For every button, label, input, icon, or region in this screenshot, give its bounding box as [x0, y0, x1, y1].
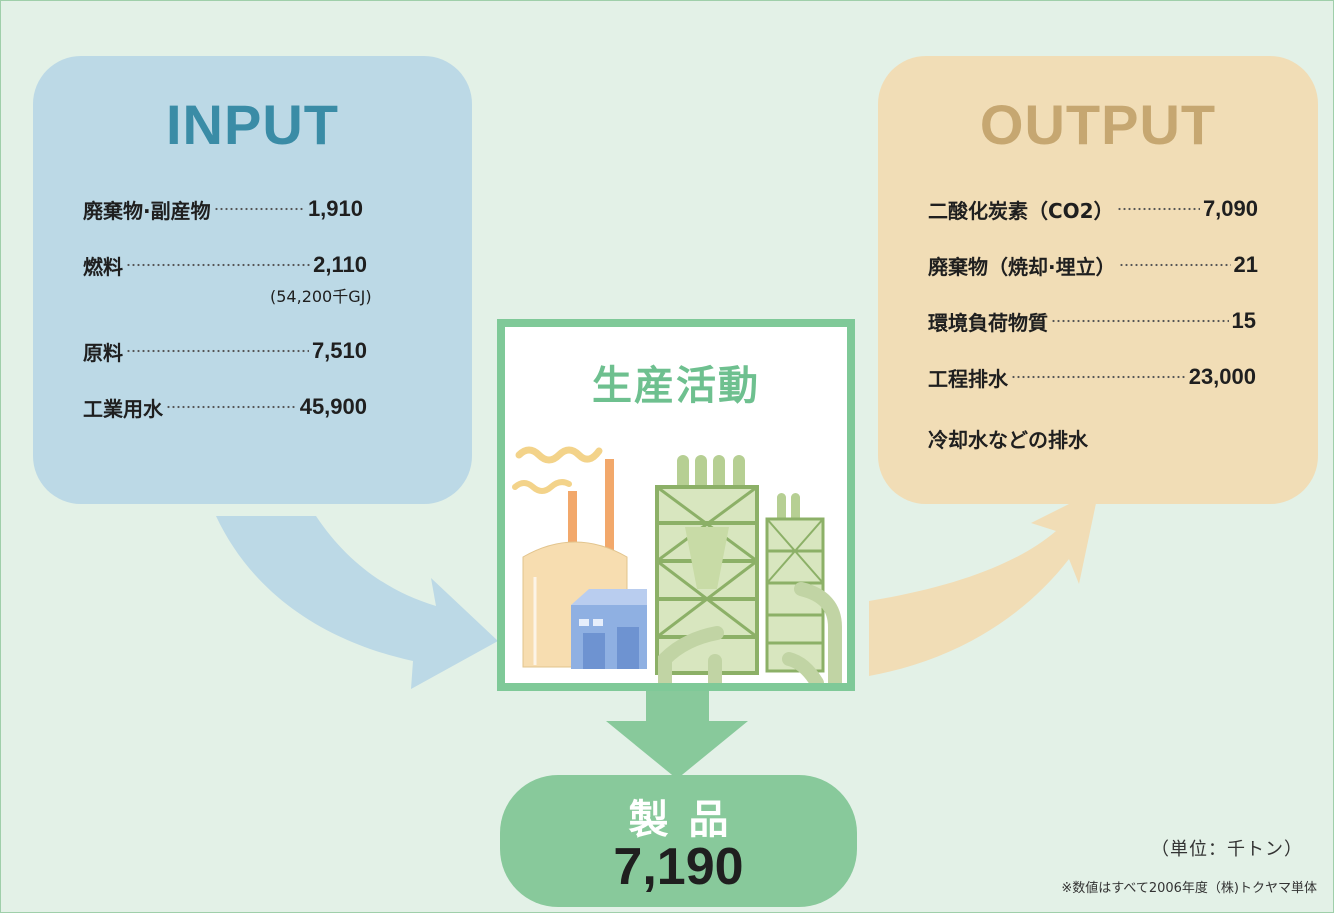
leader-dots [126, 336, 309, 366]
output-item-value: 21 [1233, 252, 1258, 277]
input-item-value: 1,910 [307, 196, 363, 221]
input-item-raw-material: 原料 7,510 [83, 336, 367, 366]
output-item-label: 工程排水 [928, 366, 1008, 391]
input-item-waste: 廃棄物·副産物 1,910 [83, 194, 363, 224]
leader-dots [1116, 194, 1200, 224]
input-item-industrial-water: 工業用水 45,900 [83, 392, 367, 422]
output-title: OUTPUT [979, 93, 1217, 156]
product-label: 製品 [628, 797, 749, 843]
output-item-value: 7,090 [1202, 196, 1258, 221]
output-item-waste: 廃棄物（焼却·埋立） 21 [928, 250, 1258, 280]
product-panel: 製品 7,190 [500, 775, 857, 907]
production-title: 生産活動 [592, 363, 760, 409]
output-item-label: 二酸化炭素（CO2） [928, 198, 1114, 223]
leader-dots [1118, 250, 1231, 280]
input-item-label: 原料 [83, 340, 123, 365]
input-item-value: 45,900 [299, 394, 367, 419]
output-item-label: 環境負荷物質 [928, 310, 1048, 335]
input-item-value: 7,510 [311, 338, 367, 363]
leader-dots [166, 392, 297, 422]
pipe-icon [782, 652, 824, 683]
output-item-label: 廃棄物（焼却·埋立） [928, 254, 1116, 279]
output-item-value: 15 [1231, 308, 1256, 333]
factory-illustration [512, 446, 842, 683]
leader-dots [1011, 362, 1186, 392]
pipe-icon [658, 626, 724, 683]
output-item-co2: 二酸化炭素（CO2） 7,090 [928, 194, 1258, 224]
unit-note: （単位：千トン） [1151, 839, 1303, 860]
plant-tower-icon [765, 493, 825, 673]
leader-dots [1051, 306, 1229, 336]
output-panel: OUTPUT 二酸化炭素（CO2） 7,090 廃棄物（焼却·埋立） 21 環境… [878, 56, 1318, 504]
input-item-label: 工業用水 [83, 396, 163, 421]
input-item-label: 燃料 [83, 254, 123, 279]
footnote: ※数値はすべて2006年度（株)トクヤマ単体 [1061, 881, 1317, 896]
input-flow-arrow [216, 516, 498, 689]
production-panel: 生産活動 [497, 319, 855, 691]
output-item-value: 23,000 [1188, 364, 1256, 389]
product-value: 7,190 [613, 838, 744, 896]
output-item-load-substances: 環境負荷物質 15 [928, 306, 1256, 336]
chimney-icon [568, 491, 577, 561]
pipe-icon [794, 582, 842, 683]
leader-dots [213, 194, 305, 224]
smoke-icon [512, 479, 572, 494]
input-title: INPUT [166, 93, 339, 156]
output-flow-arrow [869, 489, 1099, 676]
output-item-process-wastewater: 工程排水 23,000 [928, 362, 1256, 392]
product-flow-arrow [606, 691, 748, 779]
leader-dots [126, 250, 311, 280]
input-item-fuel-energy: (54,200千GJ) [270, 287, 372, 306]
input-item-fuel: 燃料 2,110 [83, 250, 367, 280]
input-item-label: 廃棄物·副産物 [83, 198, 211, 223]
input-item-value: 2,110 [313, 252, 367, 277]
chimney-icon [605, 459, 614, 561]
smoke-icon [515, 446, 603, 464]
input-panel: INPUT 廃棄物·副産物 1,910 燃料 2,110 (54,200千GJ)… [33, 56, 472, 504]
output-item-cooling-water: 冷却水などの排水 [928, 428, 1088, 452]
